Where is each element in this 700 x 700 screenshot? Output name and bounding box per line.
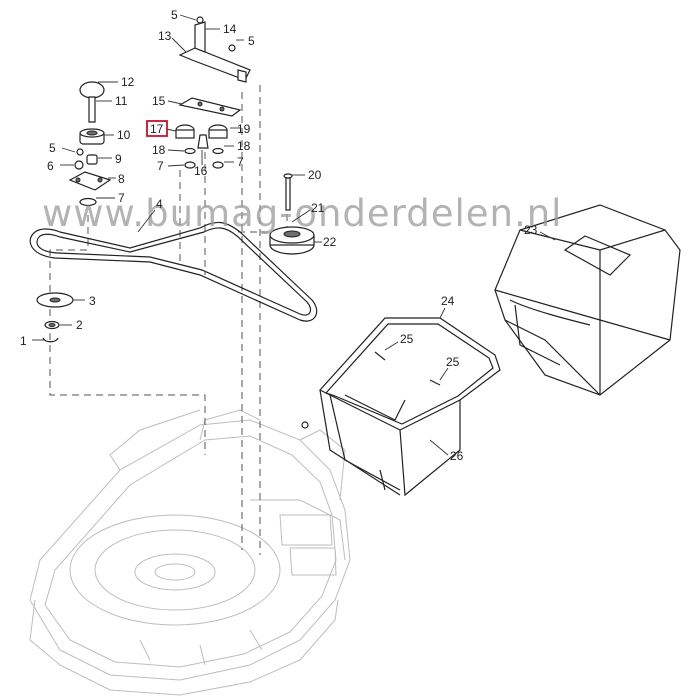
callout-21: 21 [311,201,325,215]
leader-lines [32,14,556,456]
callout-numbers: 1 2 3 4 5 5 5 6 7 7 7 8 9 10 11 12 13 14… [20,8,538,463]
callout-22: 22 [323,235,337,249]
drive-pulley [269,173,315,255]
roller-assembly-left [68,81,112,207]
callout-9: 9 [115,152,122,166]
callout-2: 2 [76,318,83,332]
callout-11: 11 [115,94,128,108]
callout-26: 26 [450,449,464,463]
grass-bag-frame [301,317,501,497]
v-belt [29,221,318,322]
lower-pulley-stack [36,292,74,343]
callout-18a: 18 [152,143,166,157]
callout-6: 6 [47,159,54,173]
callout-23: 23 [524,223,538,237]
callout-7a: 7 [118,191,125,205]
callout-25b: 25 [446,355,460,369]
callout-7b: 7 [157,159,164,173]
callout-24: 24 [441,294,455,308]
callout-4: 4 [156,197,163,211]
callout-12: 12 [121,75,135,89]
callout-15: 15 [152,94,166,108]
callout-1: 1 [20,334,27,348]
callout-5a: 5 [171,8,178,22]
callout-18b: 18 [237,139,251,153]
callout-3: 3 [89,294,96,308]
callout-8: 8 [118,172,125,186]
watermark: www.bumag-onderdelen.nl [42,192,562,235]
screws-25 [374,351,441,386]
highlight-box-17 [146,120,168,137]
callout-13: 13 [158,29,172,43]
callout-20: 20 [308,168,322,182]
callout-25a: 25 [400,332,414,346]
bracket-assembly-upper [175,16,251,169]
assembly-dashed-lines [49,85,288,555]
callout-5b: 5 [248,34,255,48]
callout-10: 10 [117,128,131,142]
callout-7c: 7 [237,155,244,169]
callout-19: 19 [237,122,251,136]
callout-14: 14 [223,22,237,36]
grass-bag [494,204,681,396]
callout-17: 17 [150,122,164,136]
callout-5c: 5 [49,141,56,155]
mower-deck-ghost [29,409,351,696]
callout-16: 16 [194,164,208,178]
